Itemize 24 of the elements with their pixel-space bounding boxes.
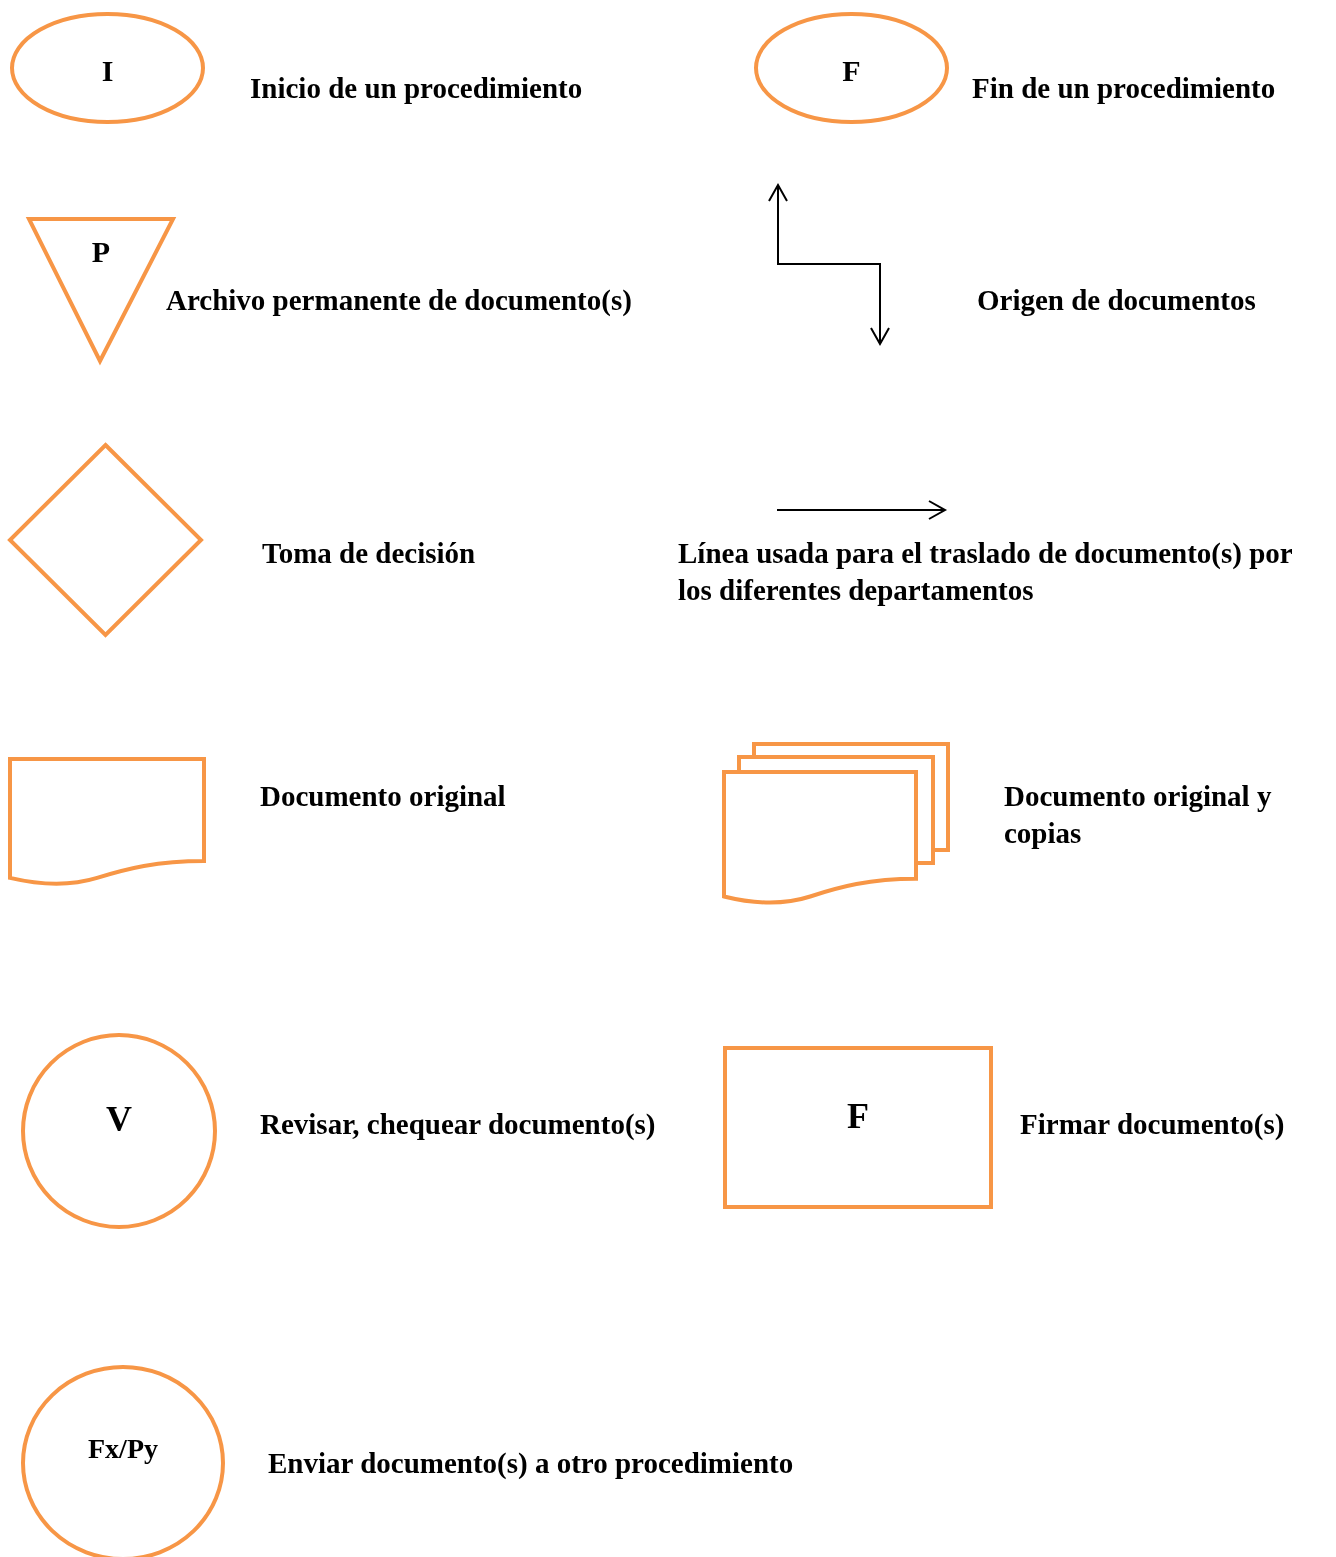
multi-document-shape xyxy=(722,742,950,906)
symbol-description: Archivo permanente de documento(s) xyxy=(166,283,632,318)
sign-rectangle xyxy=(723,1046,993,1209)
document-shape xyxy=(8,757,206,887)
symbol-description: Línea usada para el traslado de documento(s) por los diferentes departamentos xyxy=(678,536,1294,608)
symbol-letter: I xyxy=(100,56,115,86)
symbol-description: Revisar, chequear documento(s) xyxy=(260,1107,656,1142)
symbol-letter: P xyxy=(90,237,112,267)
start-terminal-ellipse xyxy=(10,12,205,124)
symbol-description: Firmar documento(s) xyxy=(1020,1107,1285,1142)
symbol-letter: F xyxy=(846,1098,870,1134)
review-circle xyxy=(21,1033,217,1229)
decision-diamond xyxy=(8,443,203,637)
symbol-description: Documento original xyxy=(260,779,506,814)
end-terminal-ellipse xyxy=(754,12,949,124)
symbol-description: Toma de decisión xyxy=(262,536,476,571)
symbol-description: Enviar documento(s) a otro procedimiento xyxy=(268,1446,794,1481)
symbol-description: Inicio de un procedimiento xyxy=(250,71,583,106)
symbol-description: Fin de un procedimiento xyxy=(972,71,1276,106)
symbol-description: Origen de documentos xyxy=(977,283,1256,318)
symbol-letter: Fx/Py xyxy=(87,1435,159,1463)
symbol-letter: V xyxy=(105,1101,133,1137)
symbol-letter: F xyxy=(841,56,862,86)
symbol-description: Documento original y copias xyxy=(1004,779,1273,851)
